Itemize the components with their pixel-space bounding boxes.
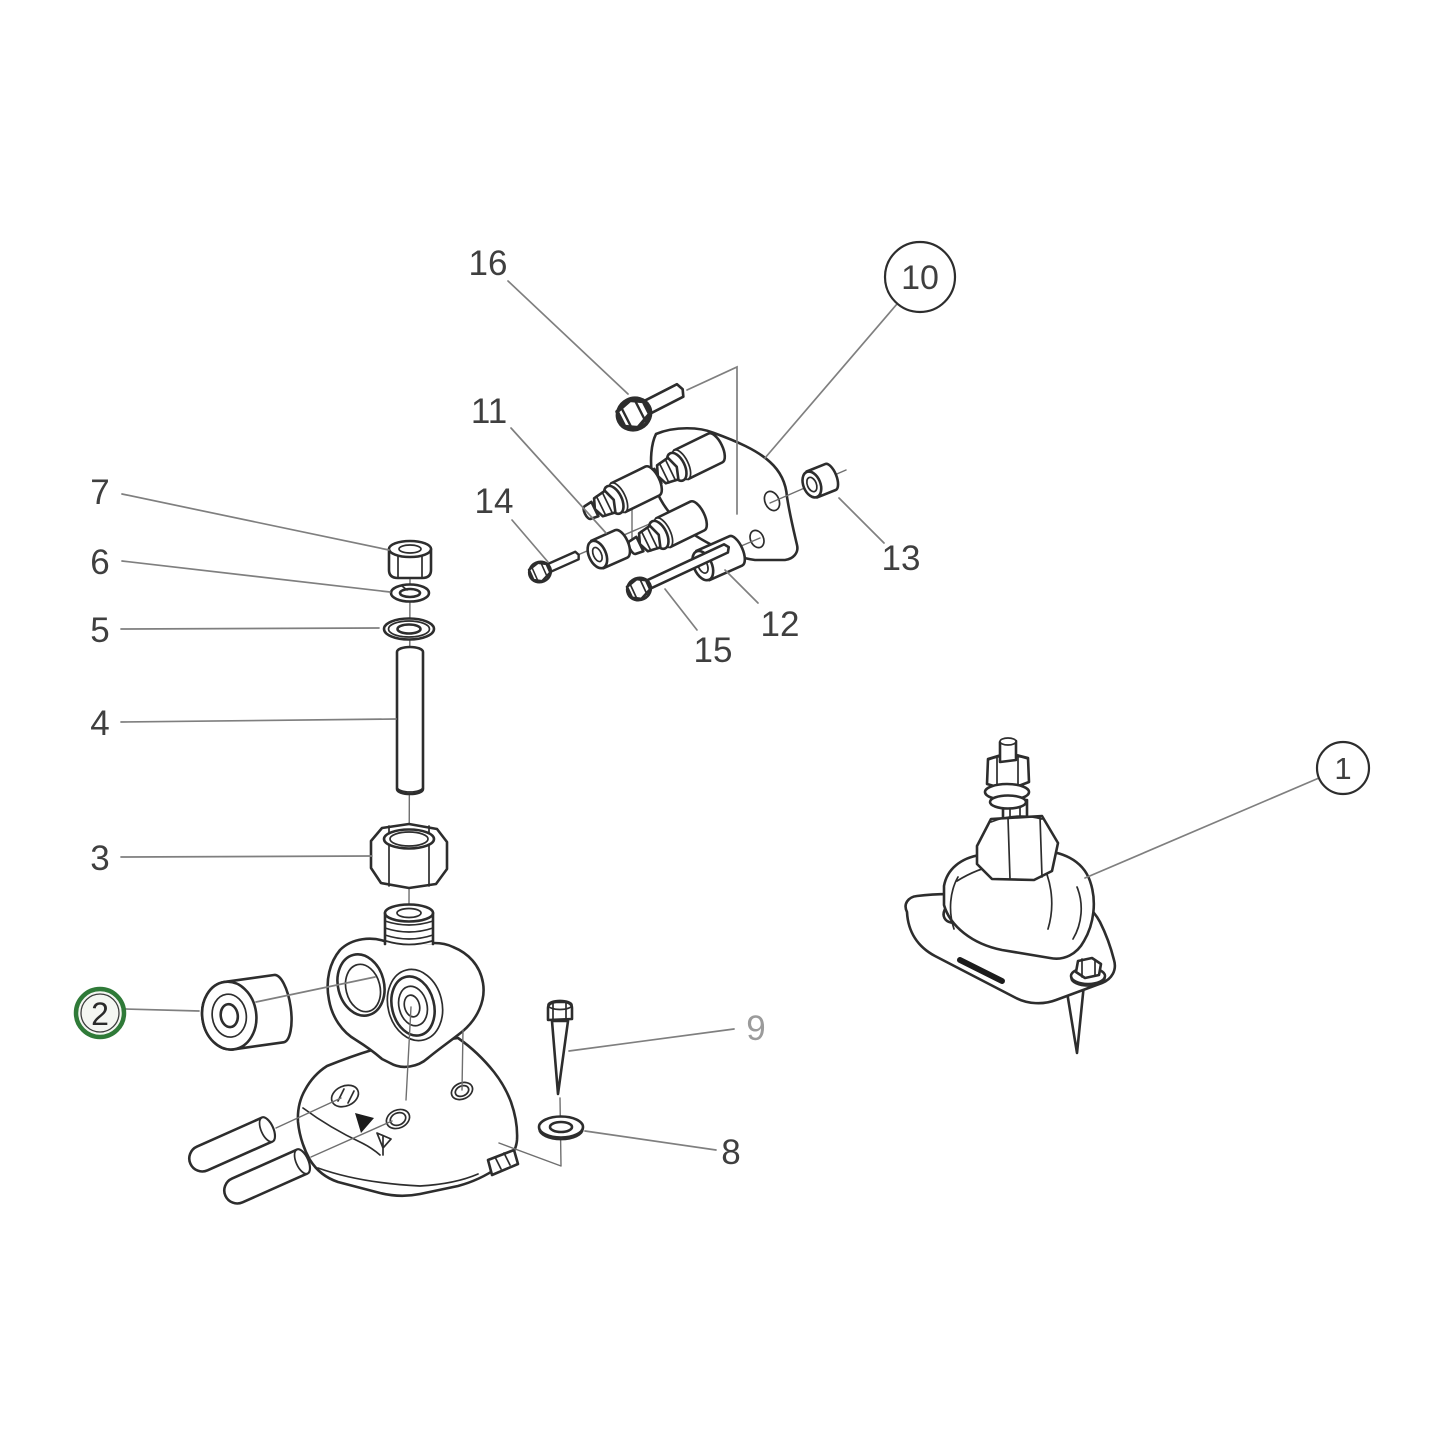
callout-label-2: 2: [91, 996, 109, 1032]
leader-line-1: [1084, 777, 1320, 879]
part-flange-bolt-14: [524, 550, 580, 587]
callout-label-9: 9: [746, 1009, 765, 1048]
body-right-boss: [386, 968, 444, 1042]
part-spacer-11: [586, 528, 632, 570]
part-pivot-pin-4: [395, 645, 425, 796]
leader-line-10: [764, 303, 898, 459]
part-base-bolt: [1069, 956, 1107, 987]
part-rubber-bushing-2: [200, 973, 293, 1051]
callout-label-10: 10: [901, 259, 939, 297]
callout-highlight-inner-ring-2: [80, 993, 120, 1033]
bracket-dark-cutout: [355, 1113, 374, 1133]
leader-line-14: [511, 519, 549, 563]
part-stud-knob: [998, 737, 1018, 764]
callout-label-4: 4: [90, 704, 109, 743]
leader-line-11: [510, 427, 607, 534]
callout-label-11: 11: [471, 392, 507, 431]
part-lock-washer-6: [389, 583, 431, 603]
leader-line-5: [120, 627, 380, 630]
leader-line-3: [120, 855, 373, 858]
part-bushing-13: [801, 462, 840, 499]
callout-label-16: 16: [469, 244, 508, 283]
part-washer-8: [537, 1115, 585, 1141]
leader-line-4: [120, 718, 397, 723]
assembly-fastener-stack: [369, 539, 449, 906]
leader-line-13: [838, 497, 885, 544]
callout-circle-10: [883, 240, 957, 314]
leader-line-8: [584, 1130, 717, 1151]
leader-lines: [120, 280, 1320, 1151]
assembly-coupling-mount: [183, 903, 585, 1209]
plate-shaded-edge: [957, 957, 1005, 984]
callout-label-8: 8: [721, 1133, 740, 1172]
assembly-complete-coupling: [904, 737, 1117, 1055]
callout-label-12: 12: [761, 605, 800, 644]
part-hex-nut-3: [369, 822, 449, 890]
callout-label-13: 13: [882, 539, 921, 578]
callout-label-14: 14: [475, 482, 514, 521]
callout-label-5: 5: [90, 611, 109, 650]
leader-line-7: [121, 493, 390, 551]
part-flat-washer-5: [382, 617, 436, 641]
leader-line-15: [664, 588, 698, 631]
part-flange-bolt-15: [622, 543, 731, 606]
leader-line-6: [121, 560, 391, 593]
leader-bracket-16: [686, 365, 738, 515]
part-drive-screw-9: [546, 999, 574, 1096]
callout-label-7: 7: [90, 473, 109, 512]
part-coupling-body: [326, 903, 485, 1069]
part-stud-left: [576, 462, 667, 530]
callout-label-6: 6: [90, 543, 109, 582]
callouts: 10 1 2 16 11 14 7 6 5 4 3 15 12 13 9 8: [73, 240, 1371, 1172]
leader-line-16: [507, 280, 629, 395]
part-hex-base: [975, 814, 1060, 882]
plate-hole-upper: [763, 490, 781, 512]
part-collar-washers: [983, 782, 1031, 810]
leader-line-12: [724, 569, 759, 604]
callout-label-3: 3: [90, 839, 109, 878]
leader-line-9: [568, 1028, 735, 1052]
part-flange-bolt-16: [610, 382, 685, 438]
callout-highlight-circle-2: [73, 986, 127, 1040]
pin-alignment-lines: [275, 1097, 393, 1158]
body-alignment-lines: [405, 1006, 464, 1101]
part-lock-nut-7: [387, 539, 433, 580]
assembly-damper-plate: [524, 382, 847, 606]
leader-line-2: [124, 976, 376, 1012]
callout-label-1: 1: [1334, 751, 1351, 786]
callout-label-15: 15: [694, 631, 733, 670]
callout-circle-1: [1315, 740, 1371, 796]
